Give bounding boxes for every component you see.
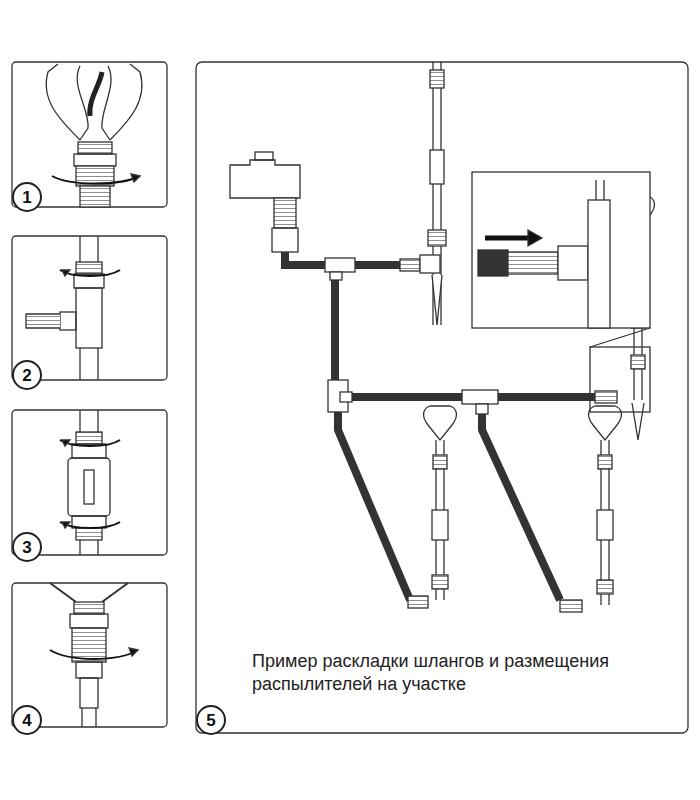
callout-number: 2	[22, 367, 31, 384]
callout-number: 4	[22, 712, 31, 729]
callout-number: 1	[22, 189, 31, 206]
step-circle: 3	[12, 532, 42, 562]
step-circle: 4	[12, 705, 42, 735]
step-circle: 1	[12, 182, 42, 212]
step-circle: 5	[196, 705, 226, 735]
callout-number: 5	[206, 712, 215, 729]
caption: Пример раскладки шлангов и размещения ра…	[252, 650, 672, 697]
step-circle: 2	[12, 360, 42, 390]
callout-number: 3	[22, 539, 31, 556]
